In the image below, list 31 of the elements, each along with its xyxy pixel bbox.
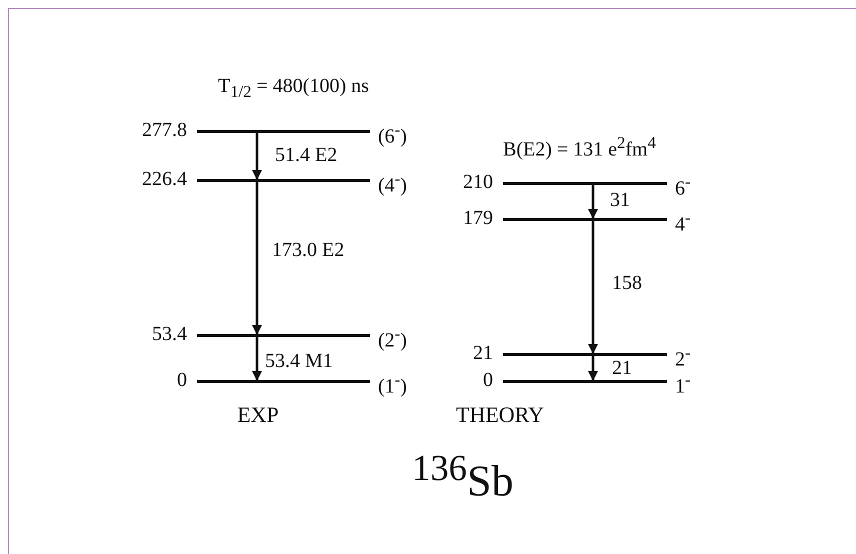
panel-label: THEORY <box>456 403 544 427</box>
panel-label: EXP <box>237 403 279 427</box>
spin-parity: (4$^{-}$) <box>378 168 407 199</box>
transition-energy-label: 158 <box>612 271 642 295</box>
transition-arrow <box>588 185 598 219</box>
energy-value: 277.8 <box>142 118 187 143</box>
transition-strength-label: B(E2) = 131 e$^{2}$fm$^{4}$ <box>503 132 656 162</box>
energy-value: 53.4 <box>152 322 187 347</box>
spin-parity: 6$^{-}$ <box>675 171 691 202</box>
spin-parity: 4$^{-}$ <box>675 207 691 238</box>
transition-arrow <box>588 221 598 354</box>
transition-arrow <box>588 356 598 381</box>
energy-value: 21 <box>473 341 493 366</box>
spin-parity: (6$^{-}$) <box>378 119 407 150</box>
transition-arrow <box>252 182 262 335</box>
transition-arrow <box>252 337 262 381</box>
transition-arrow <box>252 133 262 180</box>
energy-value: 0 <box>483 368 493 393</box>
nuclide-caption: $^{136}$Sb <box>412 446 514 508</box>
transition-energy-label: 53.4 M1 <box>265 349 333 373</box>
transition-energy-label: 173.0 E2 <box>272 238 344 262</box>
energy-value: 179 <box>463 206 493 231</box>
energy-value: 226.4 <box>142 167 187 192</box>
spin-parity: (2$^{-}$) <box>378 323 407 354</box>
transition-energy-label: 21 <box>612 356 632 380</box>
transition-energy-label: 51.4 E2 <box>275 143 338 167</box>
energy-value: 210 <box>463 170 493 195</box>
spin-parity: (1$^{-}$) <box>378 369 407 400</box>
half-life-label: T$_{1/2}$ = 480(100) ns <box>218 74 369 103</box>
transition-energy-label: 31 <box>610 188 630 212</box>
energy-value: 0 <box>177 368 187 393</box>
